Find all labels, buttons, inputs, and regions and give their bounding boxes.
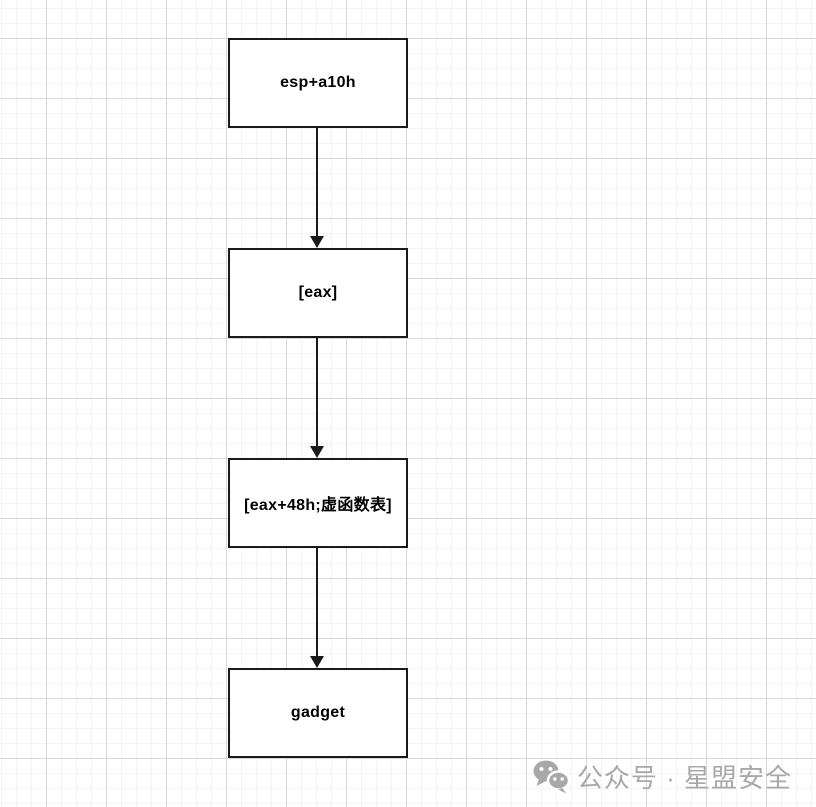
flow-node-label: esp+a10h [280,74,356,91]
flow-node-label: [eax] [298,284,338,301]
arrowhead-down-icon [310,236,324,248]
arrow-line [316,338,318,446]
flow-node-gadget: gadget [228,668,408,758]
wechat-icon [532,759,570,794]
arrow-line [316,548,318,656]
flow-node-eax: [eax] [228,248,408,338]
watermark: 公众号 · 星盟安全 [532,756,792,796]
flow-node-esp-a10h: esp+a10h [228,38,408,128]
arrowhead-down-icon [310,446,324,458]
flow-node-eax-48h-vtable: [eax+48h;虚函数表] [228,458,408,548]
arrow-line [316,128,318,236]
watermark-text: 公众号 · 星盟安全 [576,762,792,793]
flow-node-label: [eax+48h;虚函数表] [244,497,392,514]
arrowhead-down-icon [310,656,324,668]
flow-node-label: gadget [290,704,346,721]
